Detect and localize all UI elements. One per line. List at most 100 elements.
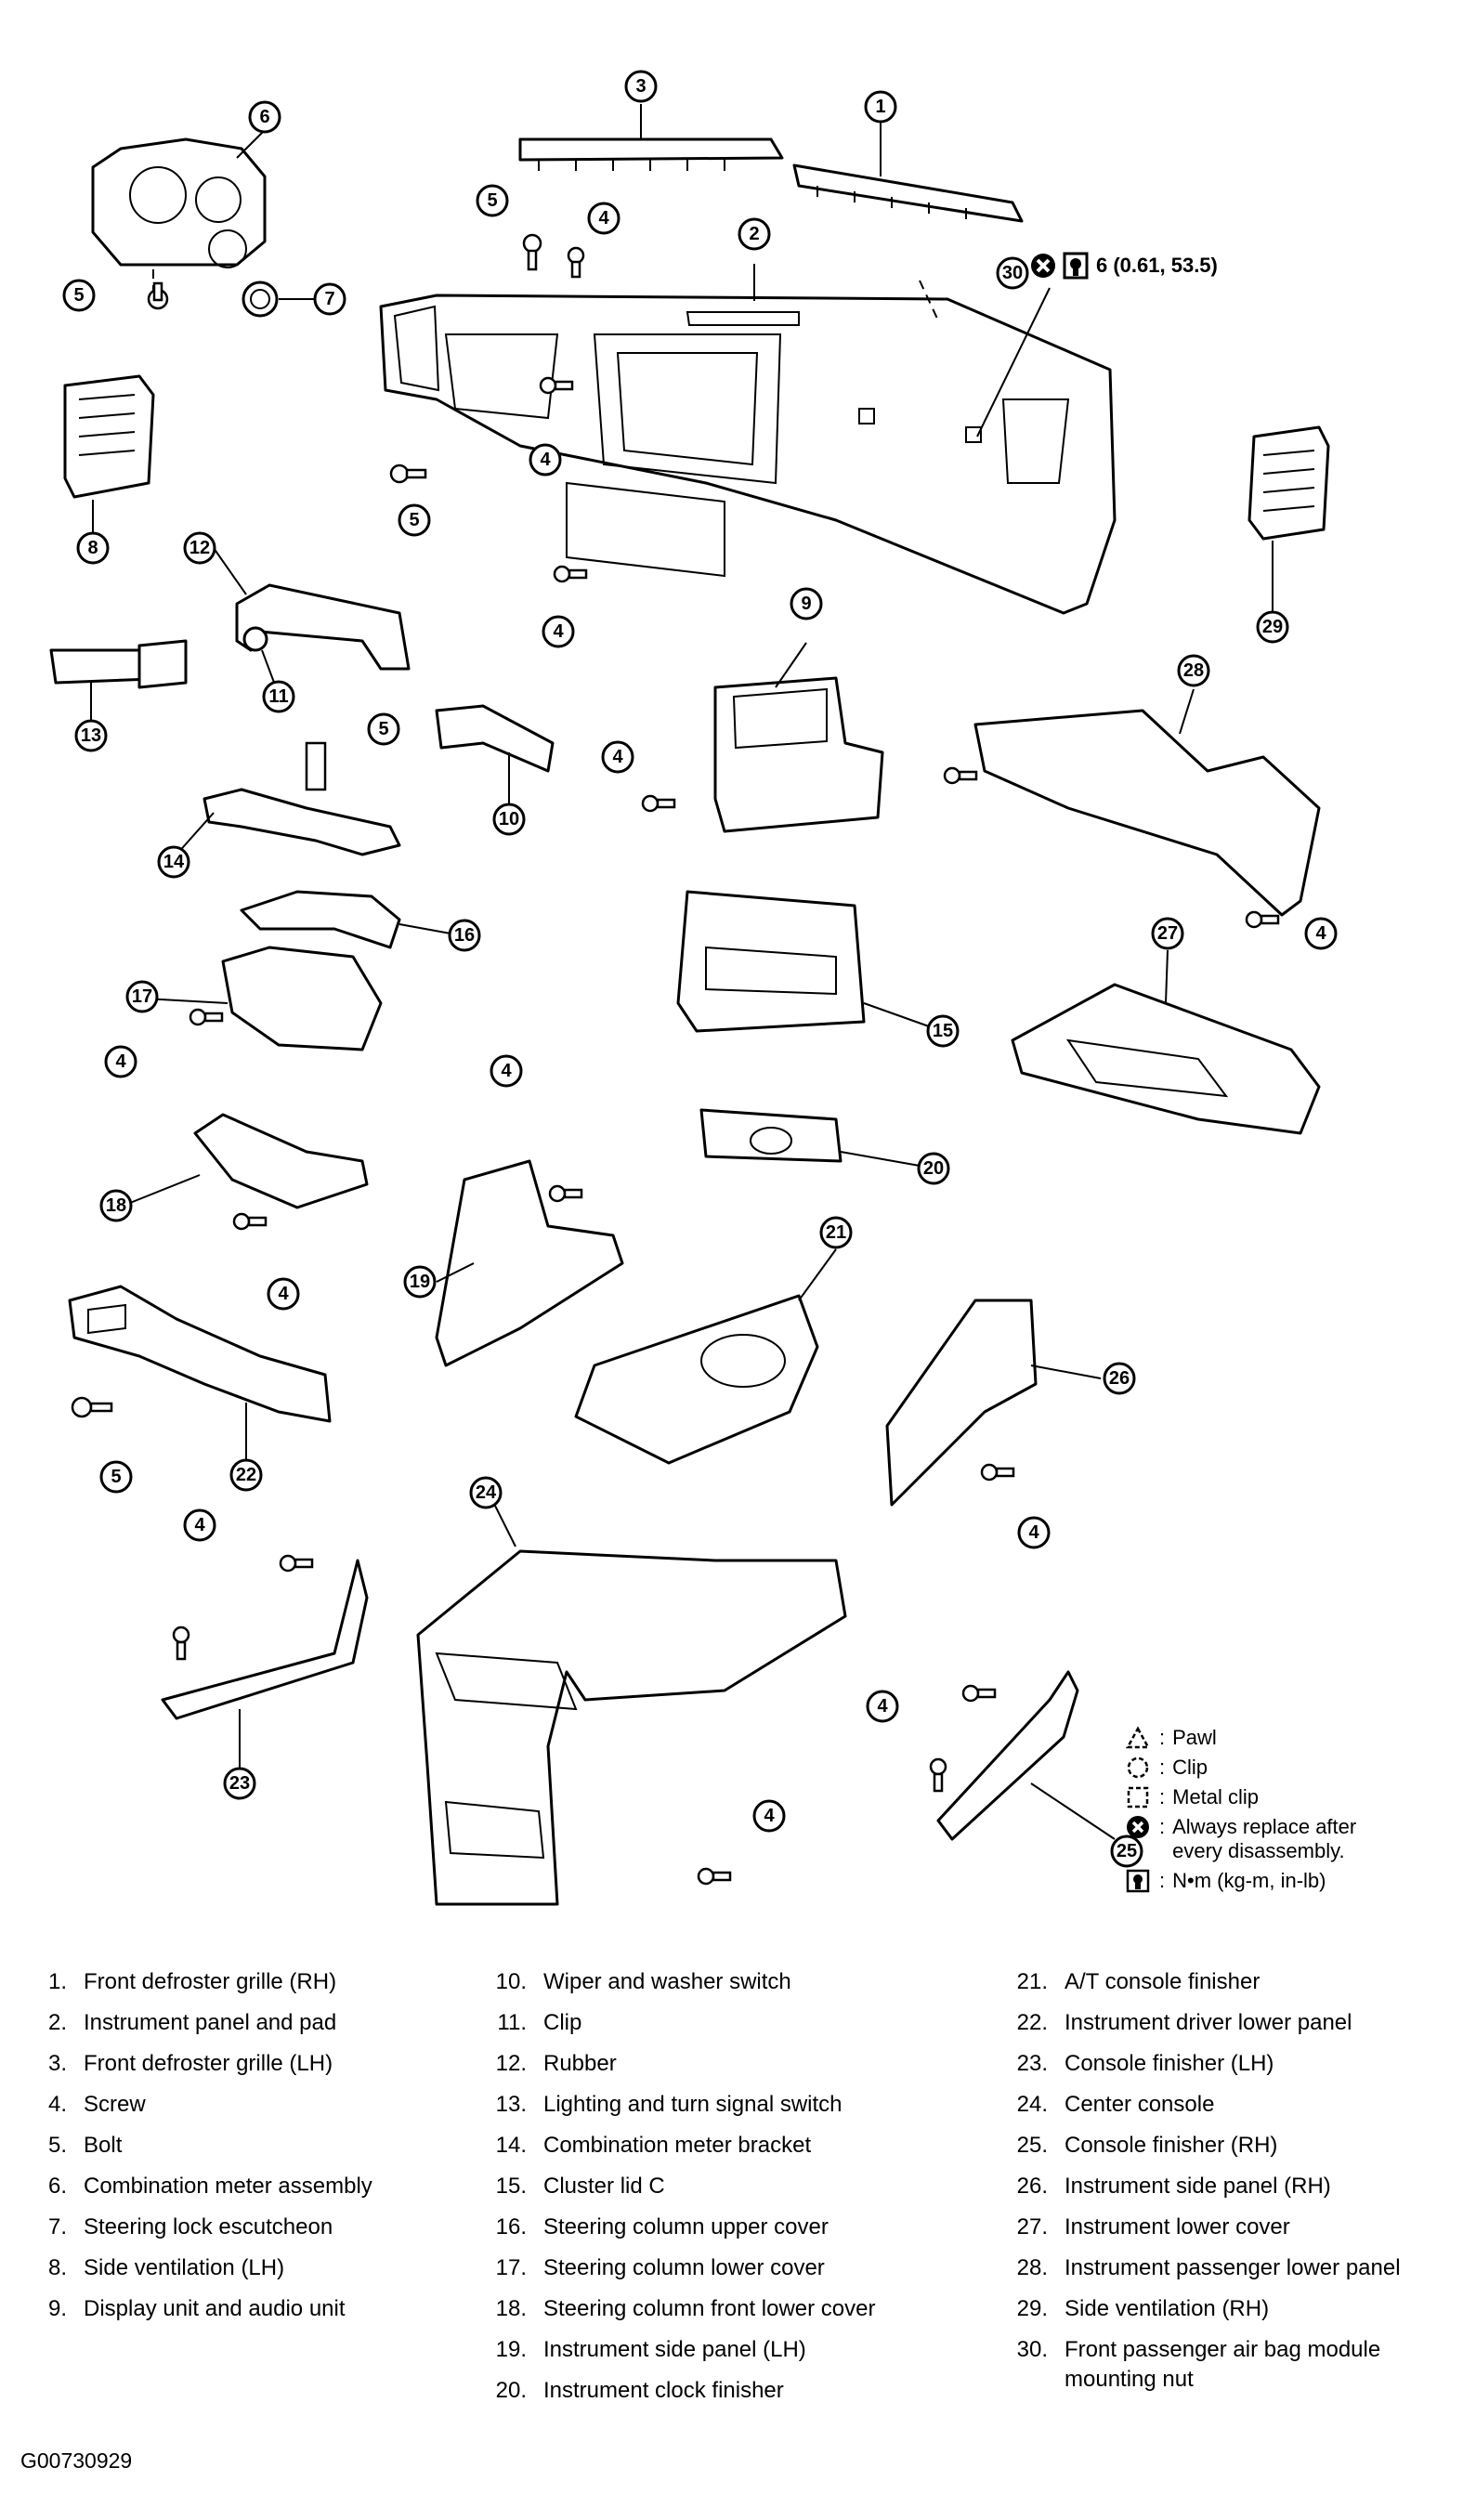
parts-list-item: 17.Steering column lower cover	[495, 2255, 825, 2280]
callout-16: 16	[448, 919, 481, 952]
part-combination-meter-assembly	[91, 129, 267, 293]
parts-list-item: 24.Center console	[1016, 2092, 1215, 2117]
pawl-icon	[1125, 1726, 1151, 1749]
always-replace-icon	[1031, 254, 1055, 278]
callout-25: 25	[1110, 1835, 1143, 1868]
parts-list-item: 2.Instrument panel and pad	[47, 2010, 337, 2035]
part-front-defroster-grille-lh	[518, 104, 784, 171]
parts-list-item: 1.Front defroster grille (RH)	[47, 1969, 337, 1994]
parts-list-item: 7.Steering lock escutcheon	[47, 2214, 333, 2239]
svg-text:11: 11	[268, 686, 288, 707]
svg-text:4: 4	[598, 208, 609, 228]
part-lighting-turn-signal-switch	[49, 639, 188, 734]
callout-24: 24	[469, 1476, 503, 1509]
callout-5d: 5	[367, 712, 400, 746]
callout-22: 22	[229, 1458, 263, 1492]
callout-5a: 5	[476, 184, 509, 217]
svg-text:4: 4	[1028, 1522, 1039, 1543]
callout-17: 17	[125, 980, 159, 1013]
callout-4j: 4	[183, 1508, 216, 1542]
callout-10: 10	[492, 803, 526, 836]
parts-list-item: 4.Screw	[47, 2092, 146, 2117]
part-wiper-washer-switch	[435, 704, 555, 817]
callout-8: 8	[76, 531, 110, 565]
svg-text:13: 13	[81, 725, 101, 746]
legend-item-always-replace: :Always replace after every disassembly.	[1126, 1815, 1442, 1863]
callout-4d: 4	[601, 740, 634, 774]
legend-label: Metal clip	[1172, 1785, 1260, 1808]
legend: :Pawl :Clip :Metal clip :Always replace …	[1125, 1726, 1442, 1899]
parts-list-item: 19.Instrument side panel (LH)	[495, 2337, 806, 2362]
parts-list-item: 18.Steering column front lower cover	[495, 2296, 876, 2321]
svg-text:4: 4	[278, 1284, 289, 1304]
svg-text:4: 4	[540, 450, 551, 470]
callout-18: 18	[99, 1189, 133, 1222]
callout-4c: 4	[542, 615, 575, 648]
callout-4h: 4	[267, 1277, 300, 1311]
part-console-finisher-rh	[936, 1670, 1116, 1841]
parts-list-item: 12.Rubber	[495, 2051, 617, 2076]
callout-19: 19	[403, 1265, 437, 1299]
part-rubber	[213, 547, 411, 671]
part-front-defroster-grille-rh	[792, 121, 1024, 223]
svg-text:4: 4	[501, 1061, 512, 1081]
torque-spec: 6 (0.61, 53.5)	[1029, 252, 1218, 280]
parts-list-item: 10.Wiper and washer switch	[495, 1969, 791, 1994]
parts-list-item: 11.Clip	[497, 2010, 582, 2035]
part-instrument-clock-finisher	[699, 1108, 921, 1167]
callout-26: 26	[1103, 1362, 1136, 1395]
parts-list-item: 23.Console finisher (LH)	[1016, 2051, 1274, 2076]
parts-list-item: 5.Bolt	[47, 2133, 123, 2158]
svg-text:16: 16	[454, 925, 475, 946]
svg-text:6: 6	[259, 107, 269, 127]
callout-7: 7	[313, 282, 346, 316]
callout-1: 1	[864, 90, 897, 124]
svg-text:4: 4	[877, 1696, 888, 1717]
parts-list-item: 20.Instrument clock finisher	[495, 2378, 784, 2403]
svg-text:3: 3	[635, 76, 646, 97]
parts-list-item: 14.Combination meter bracket	[495, 2133, 812, 2158]
callout-4k: 4	[866, 1690, 899, 1723]
svg-text:29: 29	[1262, 617, 1283, 637]
svg-text:4: 4	[612, 747, 623, 767]
svg-text:5: 5	[378, 719, 388, 739]
svg-text:28: 28	[1183, 660, 1204, 681]
callout-15: 15	[926, 1014, 960, 1048]
svg-text:19: 19	[410, 1272, 430, 1292]
svg-text:4: 4	[553, 621, 564, 642]
svg-text:4: 4	[764, 1806, 775, 1826]
callout-4e: 4	[1304, 917, 1338, 950]
callout-5b: 5	[62, 279, 96, 312]
parts-list-item: 13.Lighting and turn signal switch	[495, 2092, 843, 2117]
callout-27: 27	[1151, 917, 1184, 950]
callout-4g: 4	[490, 1054, 523, 1088]
parts-list-item: 27.Instrument lower cover	[1016, 2214, 1290, 2239]
legend-label: N•m (kg-m, in-lb)	[1172, 1869, 1326, 1892]
callout-5c: 5	[398, 503, 431, 537]
part-steering-lock-escutcheon	[242, 281, 316, 318]
figure-id: G00730929	[20, 2448, 133, 2473]
svg-text:5: 5	[409, 510, 419, 530]
svg-text:5: 5	[73, 285, 84, 306]
parts-list-item: 30.Front passenger air bag module mounti…	[1016, 2337, 1381, 2392]
part-display-audio-unit	[713, 642, 884, 833]
parts-list-item: 6.Combination meter assembly	[47, 2174, 372, 2199]
svg-text:2: 2	[749, 224, 759, 244]
torque-value: 6 (0.61, 53.5)	[1096, 254, 1218, 277]
callout-6: 6	[248, 100, 281, 134]
parts-list-item: 26.Instrument side panel (RH)	[1016, 2174, 1331, 2199]
part-instrument-panel-and-pad	[379, 264, 1117, 615]
callout-20: 20	[917, 1152, 950, 1185]
svg-text:5: 5	[111, 1467, 121, 1487]
part-instrument-side-panel-lh	[435, 1159, 624, 1367]
svg-text:25: 25	[1117, 1841, 1137, 1861]
torque-icon	[1063, 252, 1089, 280]
callout-13: 13	[74, 719, 108, 752]
svg-text:26: 26	[1109, 1368, 1130, 1389]
callout-30: 30	[996, 256, 1029, 290]
callout-21: 21	[819, 1216, 853, 1249]
svg-text:4: 4	[115, 1051, 126, 1072]
legend-item-clip: :Clip	[1126, 1756, 1442, 1780]
svg-text:9: 9	[801, 594, 811, 614]
svg-text:27: 27	[1157, 923, 1178, 944]
